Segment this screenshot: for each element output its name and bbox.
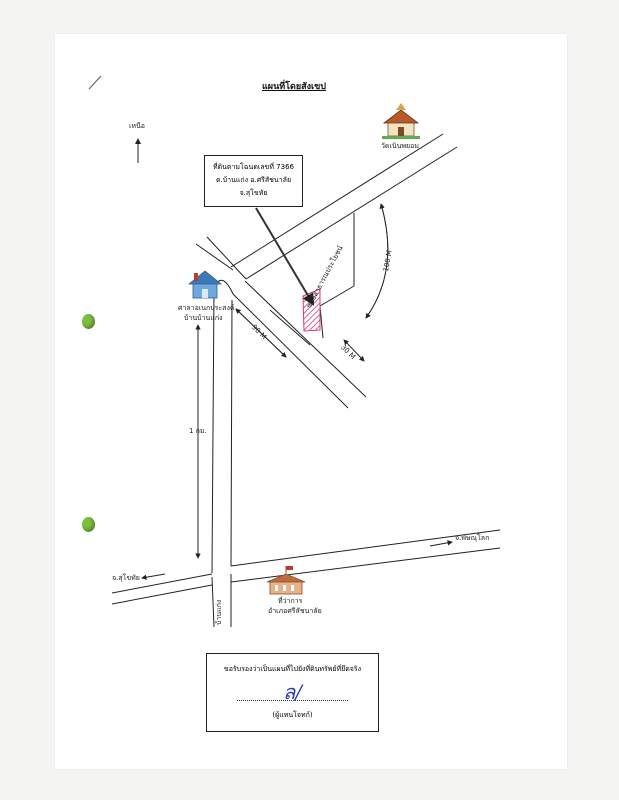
callout-deed-number: ที่ดินตามโฉนดเลขที่ 7366 [212, 163, 295, 171]
soi-edge [319, 285, 355, 307]
highway-edge [111, 584, 213, 605]
se-road-edge [232, 293, 349, 409]
side-road-edge [206, 236, 247, 280]
vertical-road-edge [211, 287, 215, 574]
callout-pointer [255, 207, 315, 306]
pencil-mark [88, 75, 102, 90]
main-road-edge [245, 146, 458, 280]
office-label-line2: อำเภอศรีสัชนาลัย [268, 607, 322, 615]
arrow-to-sukhothai [141, 573, 166, 580]
certification-role: (ผู้แทนโจทก์) [272, 711, 313, 719]
signature-mark: ล/ [283, 680, 302, 704]
office-label-line1: ที่ว่าการ [278, 597, 303, 605]
dim-1km-label: 1 กม. [189, 427, 207, 435]
punch-hole [82, 314, 95, 329]
callout-province: จ.สุโขทัย [239, 189, 268, 197]
side-road-edge [195, 243, 234, 271]
main-road-edge [230, 133, 444, 268]
highway-edge [111, 573, 213, 594]
highway-edge [230, 547, 501, 583]
to-sukhothai-label: จ.สุโขทัย [112, 574, 140, 582]
hall-icon [187, 270, 223, 299]
north-label: เหนือ [129, 122, 145, 130]
document-sheet [55, 34, 567, 769]
signature-line [237, 700, 348, 701]
se-road-edge [244, 280, 367, 398]
certification-text: ขอรับรองว่าเป็นแผนที่ไปยังที่ดินทรัพย์ที… [223, 665, 362, 673]
temple-icon [382, 103, 420, 139]
hall-label-line1: ศาลาอเนกประสงค์ [178, 304, 235, 312]
hall-label-line2: บ้านบ้านแก่ง [184, 314, 223, 322]
punch-hole [82, 517, 95, 532]
highway-edge [230, 529, 501, 567]
government-building-icon [266, 566, 306, 595]
certification-box: ขอรับรองว่าเป็นแผนที่ไปยังที่ดินทรัพย์ที… [206, 653, 379, 732]
vertical-road-edge [230, 299, 233, 567]
to-phitsanulok-label: จ.พิษณุโลก [455, 534, 490, 542]
block-edge [269, 309, 311, 346]
map-title: แผนที่โดยสังเขป [262, 82, 326, 92]
parcel-callout-box: ที่ดินตามโฉนดเลขที่ 7366 ต.บ้านแก่ง อ.ศร… [204, 155, 303, 207]
south-road-label: บ้านแก่ง [215, 599, 223, 625]
arrow-to-phitsanulok [429, 540, 453, 547]
callout-subdistrict: ต.บ้านแก่ง อ.ศรีสัชนาลัย [215, 176, 292, 184]
south-road-edge [211, 576, 215, 628]
temple-label: วัดเนินพยอม [381, 142, 419, 150]
